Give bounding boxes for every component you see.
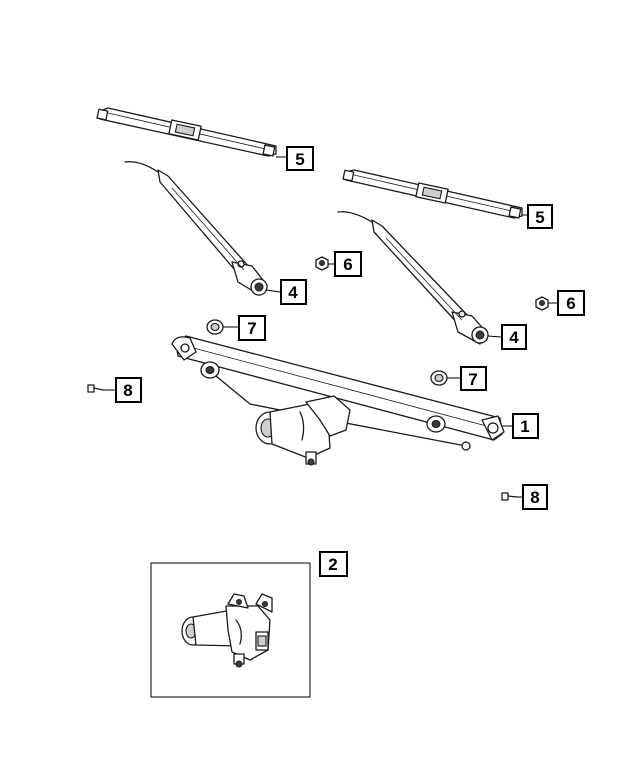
wiper-blade-left[interactable] <box>96 107 277 157</box>
screw-left[interactable] <box>87 384 104 393</box>
callout-5-right-text: 5 <box>535 208 544 227</box>
callout-7-right-text: 7 <box>468 370 477 389</box>
callout-6-left-text: 6 <box>343 255 352 274</box>
cap-right[interactable] <box>430 370 448 386</box>
callout-6-left: 6 <box>334 251 362 277</box>
callout-4-left: 4 <box>280 279 307 305</box>
callout-2: 2 <box>319 551 348 577</box>
callout-6-right-text: 6 <box>566 294 575 313</box>
callout-6-right: 6 <box>557 290 585 316</box>
cap-left[interactable] <box>206 319 224 335</box>
callout-5-right: 5 <box>527 204 553 229</box>
callout-8-right: 8 <box>522 484 548 510</box>
wiper-arm-right[interactable] <box>337 211 489 345</box>
callout-7-right: 7 <box>460 366 487 391</box>
callout-4-right-text: 4 <box>509 328 519 347</box>
callout-7-left-text: 7 <box>247 319 256 338</box>
callout-8-left-text: 8 <box>123 381 132 400</box>
callout-4-right: 4 <box>501 324 527 350</box>
callout-8-left: 8 <box>115 377 142 403</box>
nut-left[interactable] <box>315 256 329 271</box>
callout-1-text: 1 <box>520 417 529 436</box>
callout-5-left-text: 5 <box>295 150 304 169</box>
callout-1: 1 <box>512 413 539 439</box>
linkage-motor <box>255 395 351 466</box>
callout-4-left-text: 4 <box>288 283 298 302</box>
screw-right[interactable] <box>501 492 518 501</box>
callout-7-left: 7 <box>238 315 266 341</box>
callout-2-text: 2 <box>328 555 337 574</box>
wiper-blade-right[interactable] <box>342 169 523 219</box>
wiper-motor[interactable] <box>181 593 273 668</box>
callout-5-left: 5 <box>286 146 314 171</box>
wiper-linkage-assembly[interactable] <box>171 335 505 466</box>
callout-8-right-text: 8 <box>530 488 539 507</box>
nut-right[interactable] <box>535 296 549 311</box>
wiper-arm-left[interactable] <box>124 161 268 296</box>
